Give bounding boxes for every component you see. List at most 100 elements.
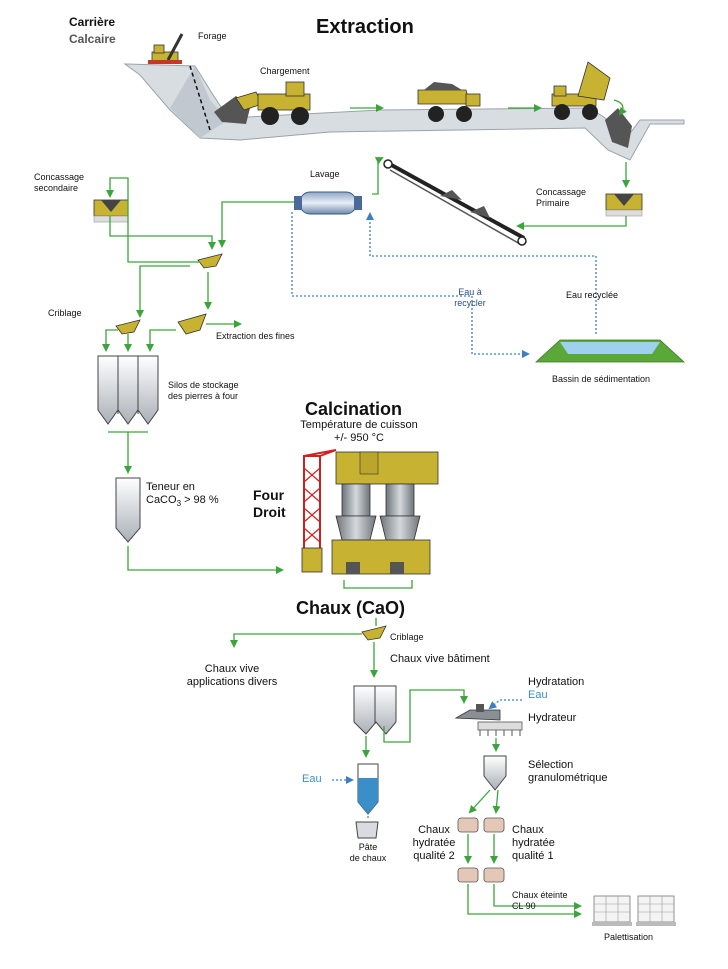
carbonate-content-label-1: Teneur en — [146, 481, 195, 493]
sedimentation-basin-icon — [534, 339, 686, 363]
calcination-title: Calcination — [305, 399, 403, 419]
pallet-stack-icon — [636, 895, 676, 926]
flow-arrow — [383, 689, 468, 743]
flow-arrow — [493, 884, 582, 910]
hydrated-lime-q1-label-1: Chaux — [512, 824, 544, 836]
size-selection-label-2: granulométrique — [528, 772, 608, 784]
lime-putty-label-2: de chaux — [349, 853, 387, 863]
water-arrow — [291, 212, 530, 358]
product-silo-q1-icon — [483, 817, 505, 833]
hydrated-lime-q2-label-2: hydratée — [412, 837, 456, 849]
flow-arrow — [467, 884, 582, 918]
hydrator-icon — [454, 704, 523, 736]
flow-arrow — [218, 201, 294, 248]
storage-silos-icon — [97, 355, 159, 425]
secondary-crushing-label-1: Concassage — [34, 172, 85, 182]
quarry-terrain — [123, 63, 685, 161]
palletizing-label: Palettisation — [604, 932, 654, 942]
lime-putty-label-1: Pâte — [358, 842, 378, 852]
flow-arrow — [372, 157, 384, 195]
recycled-water-label: Eau recyclée — [566, 290, 619, 300]
lime-screening-label: Criblage — [390, 632, 424, 642]
flow-arrow — [468, 789, 491, 814]
building-quicklime-label: Chaux vive bâtiment — [390, 653, 490, 665]
washing-label: Lavage — [310, 169, 340, 179]
limestone-silo-icon — [115, 477, 141, 543]
product-silo-q2-lower-icon — [457, 867, 479, 883]
water-to-recycle-label-2: recycler — [454, 298, 486, 308]
primary-crushing-label-2: Primaire — [536, 198, 570, 208]
water-to-recycle-label-1: Eau à — [458, 287, 482, 297]
flow-arrows — [102, 99, 630, 918]
screener-icon — [177, 313, 207, 335]
sizing-silo-icon — [483, 755, 507, 791]
slaked-lime-label-1: Chaux éteinte — [512, 890, 568, 900]
product-silo-q2-icon — [457, 817, 479, 833]
carbonate-formula: CaCO — [146, 494, 177, 506]
firing-temp-label-2: +/- 950 °C — [334, 432, 384, 444]
flow-arrow — [516, 216, 627, 230]
flow-arrow — [146, 329, 176, 352]
primary-crushing-label-1: Concassage — [536, 187, 587, 197]
secondary-crusher-icon — [93, 199, 129, 223]
slaked-lime-label-2: CL 90 — [512, 901, 536, 911]
quarry-subtitle: Calcaire — [69, 32, 116, 46]
product-silo-q1-lower-icon — [483, 867, 505, 883]
conveyor-belt-icon — [383, 159, 527, 246]
quicklime-misc-label-1: Chaux vive — [204, 663, 260, 675]
washing-drum-icon — [294, 191, 362, 215]
flow-arrow — [613, 99, 627, 116]
water-arrow — [366, 212, 597, 334]
screening-label: Criblage — [48, 308, 82, 318]
screener-icon — [197, 253, 223, 269]
quicklime-title: Chaux (CaO) — [296, 598, 406, 618]
firing-temp-label-1: Température de cuisson — [300, 419, 418, 431]
secondary-crushing-label-2: secondaire — [34, 183, 79, 193]
wheel-loader-icon — [235, 81, 311, 125]
kiln-stone-silos-label-1: Silos de stockage — [168, 380, 239, 390]
loading-label: Chargement — [260, 66, 310, 76]
fines-extraction-label: Extraction des fines — [216, 331, 295, 341]
extraction-title: Extraction — [316, 16, 414, 38]
hydrated-lime-q2-label-1: Chaux — [418, 824, 450, 836]
dump-truck-tipping-icon — [551, 61, 611, 120]
hydration-label: Hydratation — [528, 676, 585, 688]
hydration-water-label: Eau — [528, 689, 548, 701]
rubble-pile — [605, 108, 632, 148]
water-arrows — [291, 212, 597, 784]
flow-arrow — [109, 216, 216, 250]
screener-icon — [115, 319, 141, 335]
quarry-title: Carrière — [69, 15, 116, 29]
drill-rig-icon — [148, 33, 184, 64]
carbonate-content-label-2: CaCO3 > 98 % — [146, 494, 219, 508]
flow-arrow — [492, 789, 501, 814]
quicklime-silos-icon — [353, 685, 397, 735]
basin-label: Bassin de sédimentation — [552, 374, 651, 384]
lime-putty-container-icon — [355, 821, 379, 839]
vertical-kiln-icon — [301, 449, 439, 575]
kiln-stone-silos-label-2: des pierres à four — [168, 391, 239, 401]
drilling-label: Forage — [198, 31, 227, 41]
pallet-stack-icon — [592, 895, 632, 926]
vertical-kiln-label-1: Four — [253, 487, 285, 503]
lime-screener-icon — [361, 625, 387, 641]
putty-water-label: Eau — [302, 773, 322, 785]
vertical-kiln-label-2: Droit — [253, 504, 286, 520]
dump-truck-icon — [417, 82, 481, 122]
hydrated-lime-q1-label-2: hydratée — [512, 837, 555, 849]
kiln-outlet-bracket — [343, 580, 413, 589]
flow-arrow — [230, 633, 362, 648]
flow-arrow — [108, 431, 148, 472]
primary-crusher-icon — [605, 193, 643, 217]
flow-arrow — [136, 265, 190, 318]
hydrator-label: Hydrateur — [528, 712, 577, 724]
size-selection-label-1: Sélection — [528, 759, 574, 771]
hydrated-lime-q1-label-3: qualité 1 — [512, 850, 554, 862]
hydrated-lime-q2-label-3: qualité 2 — [413, 850, 455, 862]
carbonate-subscript: 3 — [176, 499, 182, 509]
carbonate-threshold: > 98 % — [181, 494, 219, 506]
flow-arrow — [102, 329, 118, 352]
flow-arrow — [106, 177, 200, 263]
